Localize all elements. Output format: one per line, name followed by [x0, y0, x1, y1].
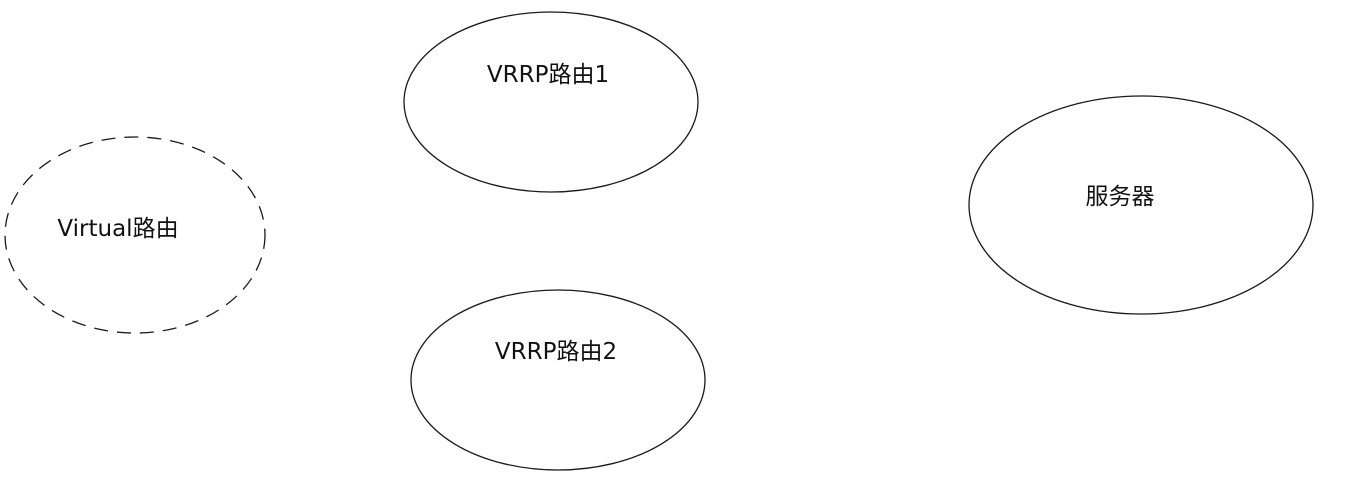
vrrp-router-2-label: VRRP路由2: [495, 339, 617, 365]
server-node: 服务器: [968, 95, 1314, 315]
vrrp-router-1-ellipse: [403, 11, 699, 193]
vrrp-router-2-ellipse: [410, 289, 706, 471]
vrrp-router-1-node: VRRP路由1: [403, 11, 699, 193]
virtual-router-node: Virtual路由: [4, 136, 266, 334]
virtual-router-label: Virtual路由: [57, 216, 178, 242]
server-ellipse: [968, 95, 1314, 315]
vrrp-router-1-label: VRRP路由1: [487, 62, 609, 88]
virtual-router-ellipse: [4, 136, 266, 334]
server-label: 服务器: [1086, 184, 1155, 210]
vrrp-router-2-node: VRRP路由2: [410, 289, 706, 471]
